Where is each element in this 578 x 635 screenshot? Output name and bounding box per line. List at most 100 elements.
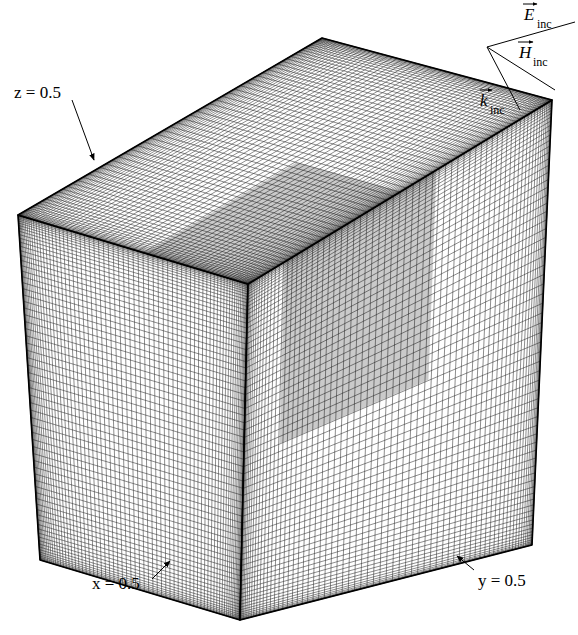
mesh-line: [464, 143, 481, 563]
mesh-line: [240, 537, 532, 614]
mesh-line: [217, 276, 221, 613]
mesh-line: [527, 103, 547, 546]
mesh-line: [34, 460, 243, 523]
mesh-line: [241, 487, 535, 576]
vector-subscript: inc: [490, 104, 505, 116]
mesh-line: [190, 267, 192, 605]
mesh-line: [436, 161, 452, 570]
mesh-line: [231, 281, 238, 617]
mesh-line: [240, 540, 532, 616]
mesh-line: [224, 279, 230, 616]
mesh-line: [234, 89, 464, 153]
mesh-line: [123, 66, 427, 246]
vector-arrow-accent: [523, 4, 537, 5]
mesh-line: [230, 95, 534, 278]
mesh-line: [216, 100, 446, 164]
mesh-line: [36, 504, 241, 565]
mesh-line: [257, 76, 487, 139]
mesh-line: [118, 65, 422, 245]
mesh-line: [321, 39, 551, 101]
mesh-line: [181, 264, 183, 603]
mesh-line: [531, 101, 551, 546]
mesh-line: [177, 263, 178, 602]
mesh-line: [29, 388, 244, 453]
mesh-line: [263, 73, 493, 136]
mesh-line: [203, 88, 507, 271]
mesh-line: [211, 90, 515, 273]
mesh-line: [521, 107, 541, 548]
mesh-line: [218, 92, 522, 275]
mesh-line: [459, 146, 476, 564]
mesh-line: [172, 261, 174, 600]
mesh-line: [418, 172, 433, 574]
mesh-line: [494, 124, 512, 555]
mesh-line: [30, 410, 243, 474]
mesh-line: [148, 73, 452, 254]
mesh-line: [32, 439, 242, 502]
mesh-line: [39, 541, 241, 602]
mesh-line: [224, 94, 528, 277]
mesh-line: [35, 486, 241, 548]
mesh-line: [38, 533, 240, 594]
mesh-line: [29, 395, 243, 459]
mesh-line: [241, 466, 535, 560]
mesh-line: [529, 102, 549, 546]
mesh-line: [204, 272, 207, 610]
mesh-line: [153, 255, 157, 595]
mesh-line: [108, 62, 412, 242]
mesh-line: [195, 86, 499, 268]
mesh-line: [186, 265, 187, 603]
leader-lines: [72, 4, 575, 579]
mesh-line: [239, 98, 543, 282]
mesh-line: [313, 43, 543, 105]
mesh-line: [242, 425, 537, 529]
face-outline: [18, 215, 248, 620]
mesh-line: [235, 96, 539, 280]
mesh-line: [211, 274, 215, 611]
mesh-line: [233, 96, 537, 280]
mesh-line: [243, 352, 540, 474]
field-vector-line: [487, 47, 520, 110]
mesh-line: [227, 94, 531, 277]
mesh-line: [222, 96, 452, 160]
vector-symbol: k: [480, 92, 488, 109]
mesh-line: [240, 542, 532, 618]
mesh-line: [186, 83, 490, 265]
mesh-line: [489, 127, 507, 556]
mesh-line: [318, 40, 548, 102]
mesh-line: [320, 39, 550, 101]
mesh-line: [197, 269, 199, 607]
mesh-line: [222, 278, 227, 615]
vector-arrow-accent: [480, 90, 492, 91]
mesh-line: [240, 535, 532, 613]
mesh-line: [286, 59, 516, 122]
mesh-line: [241, 480, 535, 571]
mesh-line: [243, 399, 539, 510]
mesh-line: [39, 547, 240, 607]
mesh-line: [244, 323, 542, 453]
face-fill: [18, 215, 248, 620]
mesh-line: [241, 505, 534, 590]
mesh-line: [240, 86, 470, 150]
vector-arrow-accent: [518, 42, 533, 43]
mesh-line: [245, 99, 549, 283]
mesh-line: [315, 42, 545, 104]
mesh-line: [40, 557, 240, 617]
mesh-line: [310, 45, 540, 107]
mesh-line: [240, 543, 532, 618]
mesh-line: [241, 510, 534, 594]
mesh-line: [317, 41, 547, 103]
mesh-line: [242, 417, 537, 523]
mesh-line: [194, 268, 195, 606]
mesh-line: [240, 520, 533, 601]
mesh-line: [453, 150, 470, 566]
mesh-line: [243, 361, 540, 481]
mesh-line: [242, 450, 537, 548]
mesh-line: [201, 271, 203, 609]
mesh-line: [113, 64, 417, 244]
mesh-line: [214, 91, 518, 274]
mesh-line: [237, 97, 541, 281]
mesh-line: [158, 257, 162, 597]
mesh-line: [470, 139, 487, 561]
mesh-line: [208, 273, 211, 610]
